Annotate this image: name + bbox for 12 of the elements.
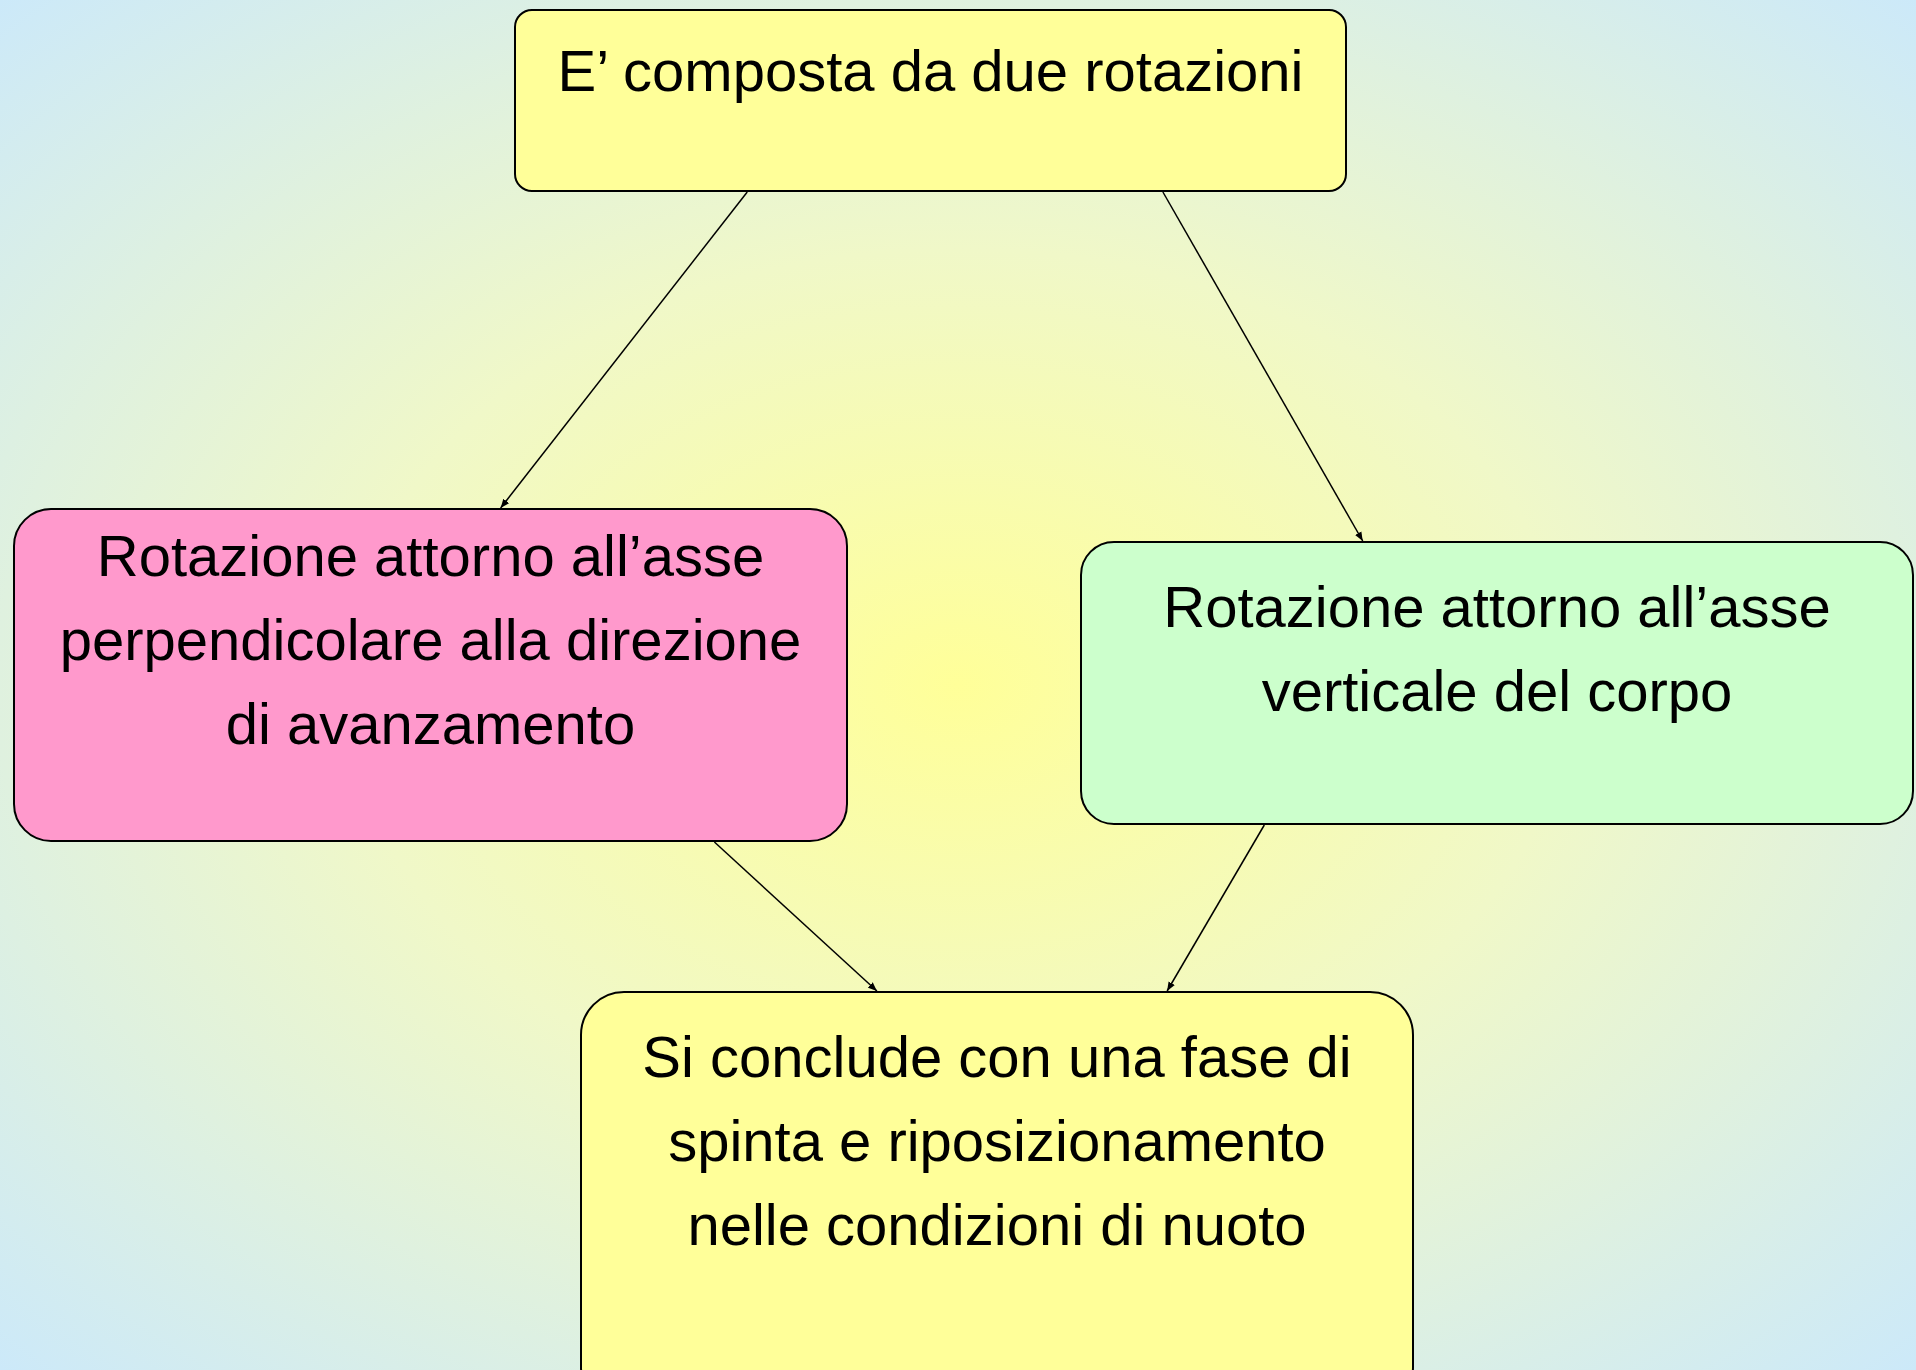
arrow (1166, 824, 1266, 992)
node-text: Rotazione attorno all’asse perpendicolare alla direzione di avanzamento (58, 522, 803, 758)
node-text: Rotazione attorno all’asse verticale del corpo (1162, 573, 1832, 725)
node-text: E’ composta da due rotazioni (557, 37, 1304, 105)
node-text: Si conclude con una fase di spinta e riposizionamento nelle condizioni di nuoto (641, 1023, 1353, 1259)
text-box (1080, 541, 1914, 825)
arrow (499, 191, 748, 509)
text-box (514, 9, 1347, 192)
arrow (713, 841, 878, 992)
text-box (580, 991, 1414, 1370)
text-box (13, 508, 848, 842)
arrow (1162, 191, 1364, 542)
